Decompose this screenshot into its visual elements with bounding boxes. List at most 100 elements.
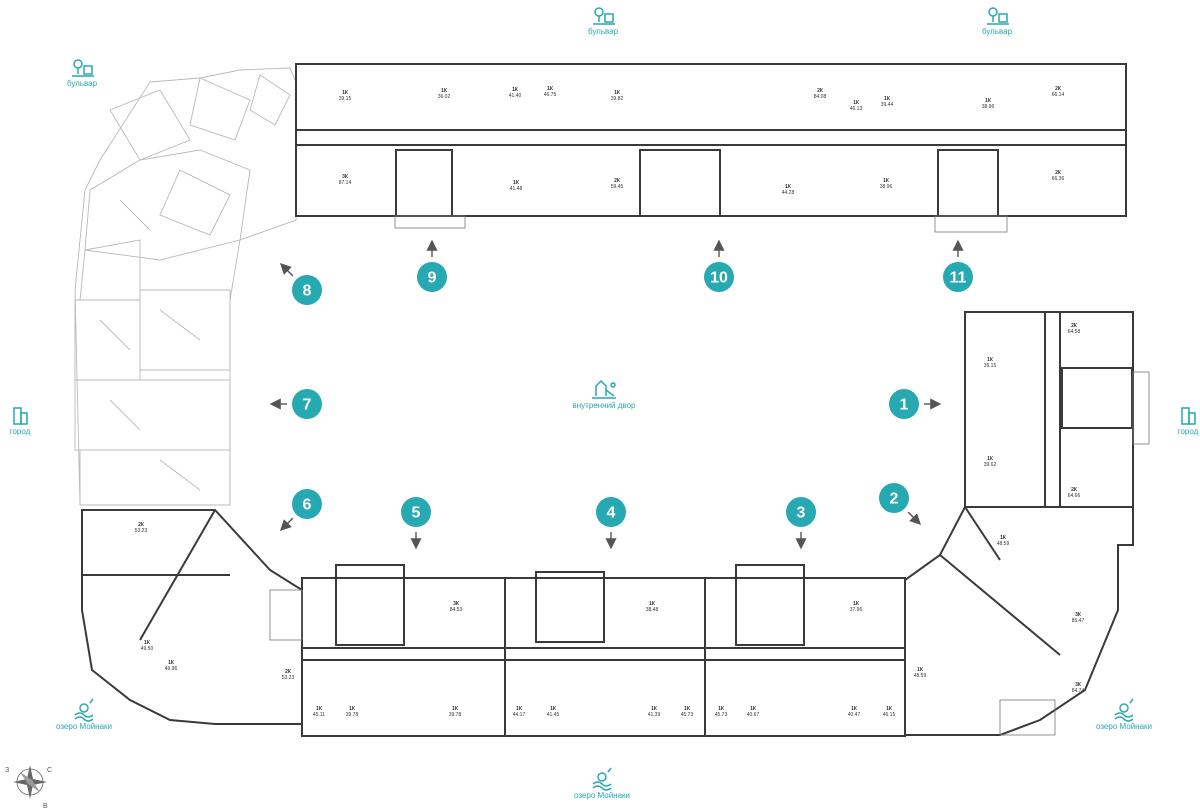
entrance-number: 10 (710, 270, 728, 287)
entrance-3[interactable]: 3 (786, 497, 816, 550)
landmark-label: бульвар (588, 27, 619, 36)
landmark-label: город (1178, 427, 1199, 436)
apartment-area: 64.58 (1068, 329, 1081, 335)
apartment-area: 48.59 (914, 673, 927, 679)
apartment-type: 1К (649, 601, 656, 607)
apartment-type: 3К (1075, 682, 1082, 688)
entrance-number: 3 (797, 505, 806, 522)
apartment-type: 1К (513, 180, 520, 186)
entrance-number: 5 (412, 505, 421, 522)
apartment-type: 1К (516, 706, 523, 712)
apartment-area: 64.66 (1068, 493, 1081, 499)
apartment-type: 1К (886, 706, 893, 712)
entrance-number: 4 (607, 505, 616, 522)
apartment-area: 44.28 (782, 190, 795, 196)
apartment-area: 84.08 (814, 94, 827, 100)
boulevard-icon (987, 7, 1009, 25)
apartment-area: 84.53 (450, 607, 463, 613)
apartment-type: 1К (614, 90, 621, 96)
bottom-right-wing (904, 506, 1134, 736)
apartment-type: 2К (285, 669, 292, 675)
entrance-badge (596, 497, 626, 527)
landmark-label: город (10, 427, 31, 436)
entrance-5[interactable]: 5 (401, 497, 431, 550)
compass-east: В (43, 803, 48, 810)
entrance-8[interactable]: 8 (279, 262, 322, 305)
apartment-area: 84.74 (1072, 688, 1085, 694)
entrance-badge (292, 389, 322, 419)
entrance-4[interactable]: 4 (596, 497, 626, 550)
apartment-type: 2К (1071, 487, 1078, 493)
apartment-type: 2К (1055, 170, 1062, 176)
landmark-lake-left: озеро Мойнаки (56, 698, 112, 731)
entrance-number: 6 (303, 497, 312, 514)
entrance-badge (786, 497, 816, 527)
apartment-type: 2К (138, 522, 145, 528)
apartment-type: 1К (851, 706, 858, 712)
apartment-area: 41.39 (648, 712, 661, 718)
entrance-badge (292, 275, 322, 305)
apartment-type: 1К (144, 640, 151, 646)
apartment-area: 46.13 (850, 106, 863, 112)
apartment-area: 38.48 (646, 607, 659, 613)
landmark-boulevard-top-right: бульвар (982, 7, 1013, 36)
entrance-badge (879, 483, 909, 513)
apartment-area: 41.48 (510, 186, 523, 192)
apartment-area: 39.15 (339, 96, 352, 102)
apartment-type: 1К (718, 706, 725, 712)
apartment-type: 1К (349, 706, 356, 712)
compass-north: С (47, 767, 52, 774)
apartment-area: 39.78 (346, 712, 359, 718)
apartment-type: 3К (1075, 612, 1082, 618)
apartment-area: 44.17 (513, 712, 526, 718)
apartment-type: 2К (1055, 86, 1062, 92)
apartment-type: 1К (853, 601, 860, 607)
compass-rose: З С В (5, 765, 52, 810)
apartment-type: 1К (985, 98, 992, 104)
entrance-number: 2 (890, 491, 899, 508)
entrance-10[interactable]: 10 (704, 239, 734, 292)
apartment-area: 49.50 (141, 646, 154, 652)
apartment-area: 48.59 (997, 541, 1010, 547)
entrance-7[interactable]: 7 (269, 389, 322, 419)
landmark-label: озеро Мойнаки (56, 722, 112, 731)
apartment-type: 3К (342, 174, 349, 180)
apartment-type: 1К (987, 357, 994, 363)
entrance-6[interactable]: 6 (279, 489, 322, 532)
apartment-type: 1К (684, 706, 691, 712)
lake-icon (592, 767, 612, 791)
entrance-11[interactable]: 11 (943, 239, 973, 292)
landmark-courtyard: внутренний двор (573, 379, 637, 410)
apartment-area: 59.45 (611, 184, 624, 190)
entrance-badge (943, 262, 973, 292)
entrance-arrow-icon (279, 517, 294, 532)
right-building (964, 311, 1150, 508)
city-icon (13, 407, 28, 425)
entrance-9[interactable]: 9 (417, 239, 447, 292)
landmark-label: внутренний двор (573, 401, 637, 410)
landmark-city-right: город (1178, 407, 1199, 436)
entrance-1[interactable]: 1 (889, 389, 942, 419)
apartment-area: 36.02 (438, 94, 451, 100)
entrance-2[interactable]: 2 (879, 483, 922, 526)
apartment-type: 1К (452, 706, 459, 712)
apartment-area: 41.40 (509, 93, 522, 99)
bottom-building (301, 564, 906, 737)
landmark-boulevard-top-center: бульвар (588, 7, 619, 36)
